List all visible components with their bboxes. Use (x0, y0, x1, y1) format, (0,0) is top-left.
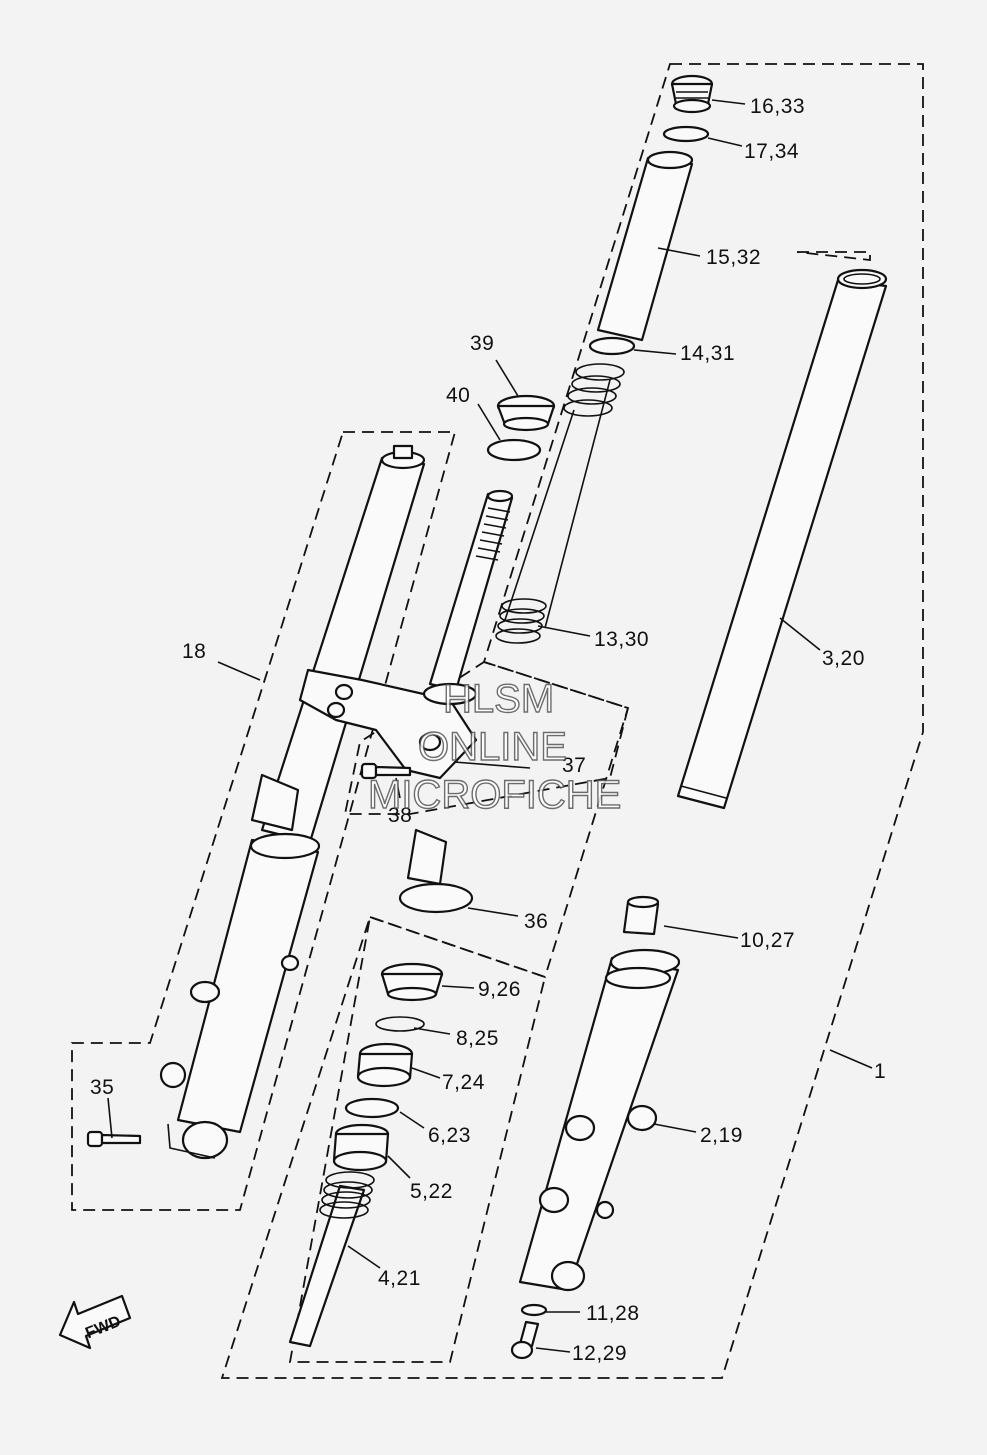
group-outline-37 (343, 661, 630, 815)
callout-14-31: 14,31 (680, 342, 735, 365)
callout-37: 37 (562, 754, 586, 777)
fwd-arrow-icon: FWD (58, 1294, 132, 1350)
group-outline-3-20 (796, 251, 871, 262)
damper-rod-4 (288, 1171, 375, 1348)
group-outline-1 (220, 63, 924, 1379)
callout-17-34: 17,34 (744, 140, 799, 163)
outer-tube-right (518, 948, 681, 1292)
callout-10-27: 10,27 (740, 929, 795, 952)
callout-36: 36 (524, 910, 548, 933)
circlip (375, 1016, 425, 1032)
adjuster-nut (496, 394, 556, 432)
callout-9-26: 9,26 (478, 978, 521, 1001)
callout-40: 40 (446, 384, 470, 407)
cap-bolt (670, 74, 714, 114)
callout-1: 1 (874, 1060, 886, 1083)
watermark: HLSM ONLINE MICROFICHE (367, 676, 622, 817)
dust-seal (380, 962, 444, 1002)
bolt-12 (510, 1320, 540, 1360)
watermark-line3: MICROFICHE (368, 773, 621, 817)
axle-bracket-37 (298, 668, 478, 780)
spring-seat (588, 336, 636, 356)
bolt-35 (86, 1130, 142, 1148)
callout-12-29: 12,29 (572, 1342, 627, 1365)
callout-11-28: 11,28 (586, 1302, 640, 1325)
gasket-11 (520, 1303, 548, 1317)
callout-7-24: 7,24 (442, 1071, 485, 1094)
callout-4-21: 4,21 (378, 1267, 421, 1290)
bolt-38 (360, 762, 412, 780)
inner-tube-right (676, 268, 888, 810)
callout-16-33: 16,33 (750, 95, 805, 118)
callout-6-23: 6,23 (428, 1124, 471, 1147)
fork-guide-36 (398, 828, 474, 914)
callout-2-19: 2,19 (700, 1124, 743, 1147)
o-ring (662, 125, 710, 143)
leader-lines (107, 99, 873, 1353)
callout-15-32: 15,32 (706, 246, 761, 269)
callout-13-30: 13,30 (594, 628, 649, 651)
group-outline-4-21 (288, 915, 547, 1363)
callout-3-20: 3,20 (822, 647, 865, 670)
oil-lock-piece (622, 895, 660, 936)
watermark-line2: ONLINE (418, 725, 567, 769)
washer (486, 438, 542, 462)
callout-8-25: 8,25 (456, 1027, 499, 1050)
left-fork-leg (159, 444, 426, 1160)
callout-5-22: 5,22 (410, 1180, 453, 1203)
callout-35: 35 (90, 1076, 114, 1099)
group-outline-18 (71, 431, 457, 1211)
callout-38: 38 (388, 804, 412, 827)
fork-spring (495, 363, 625, 644)
damper-rod-threaded (428, 489, 514, 692)
damper-tube-upper (596, 150, 694, 342)
callout-18: 18 (182, 640, 206, 663)
callout-39: 39 (470, 332, 494, 355)
slide-bushing (332, 1123, 390, 1172)
oil-seal (356, 1042, 414, 1088)
watermark-line1: HLSM (443, 677, 554, 721)
washer-6 (344, 1097, 400, 1119)
